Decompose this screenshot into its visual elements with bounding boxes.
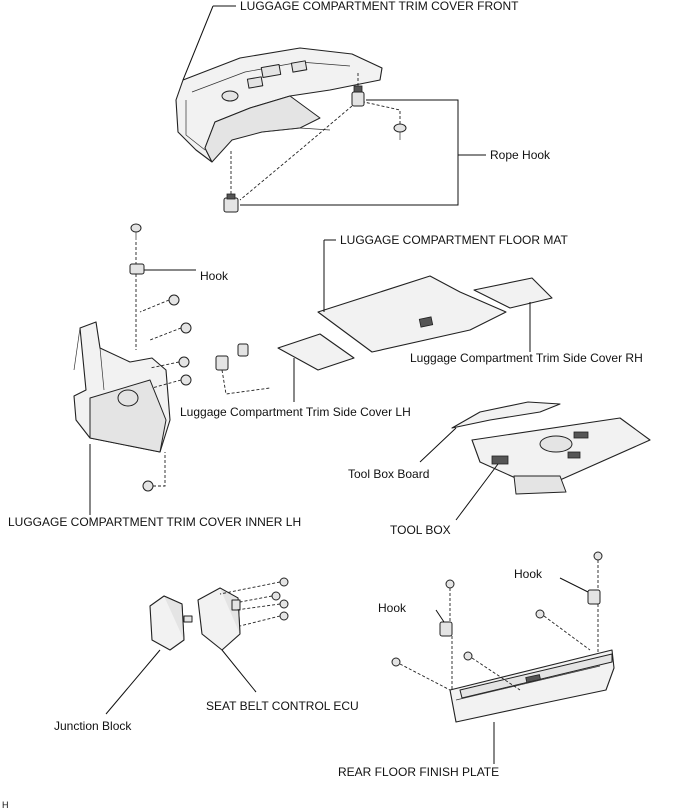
label-seat-belt-ecu: SEAT BELT CONTROL ECU bbox=[206, 699, 359, 713]
label-side-cover-lh: Luggage Compartment Trim Side Cover LH bbox=[180, 405, 411, 419]
tool-box-part bbox=[471, 417, 651, 495]
rope-hook-upper bbox=[351, 85, 365, 107]
label-trim-cover-inner-lh: LUGGAGE COMPARTMENT TRIM COVER INNER LH bbox=[8, 515, 301, 529]
rope-hook-screw bbox=[393, 123, 407, 140]
trim-cover-front-part bbox=[175, 47, 383, 163]
label-tool-box: TOOL BOX bbox=[390, 523, 451, 537]
label-side-cover-rh: Luggage Compartment Trim Side Cover RH bbox=[410, 351, 643, 365]
rear-floor-finish-plate-part bbox=[449, 649, 615, 723]
ecu-nuts bbox=[271, 577, 289, 621]
rope-hook-lower bbox=[223, 193, 239, 213]
side-cover-rh-part bbox=[473, 277, 553, 309]
corner-mark: H bbox=[2, 800, 9, 810]
finish-plate-hooks bbox=[391, 551, 603, 667]
seat-belt-ecu-part bbox=[197, 587, 241, 651]
tool-box-board-part bbox=[451, 401, 561, 429]
label-hook-right-upper: Hook bbox=[514, 567, 543, 581]
side-cover-lh-part bbox=[277, 333, 355, 371]
label-rope-hook: Rope Hook bbox=[490, 148, 551, 162]
label-rear-floor-finish-plate: REAR FLOOR FINISH PLATE bbox=[338, 765, 499, 779]
junction-block-part bbox=[149, 595, 193, 651]
label-tool-box-board: Tool Box Board bbox=[348, 467, 429, 481]
label-hook-left: Hook bbox=[200, 269, 229, 283]
floor-mat-part bbox=[317, 275, 507, 353]
label-trim-cover-front: LUGGAGE COMPARTMENT TRIM COVER FRONT bbox=[240, 0, 519, 13]
label-floor-mat: LUGGAGE COMPARTMENT FLOOR MAT bbox=[340, 233, 568, 247]
label-junction-block: Junction Block bbox=[54, 719, 132, 733]
inner-lh-clips bbox=[129, 223, 249, 492]
label-hook-right-lower: Hook bbox=[378, 601, 407, 615]
trim-cover-inner-lh-part bbox=[73, 321, 171, 453]
